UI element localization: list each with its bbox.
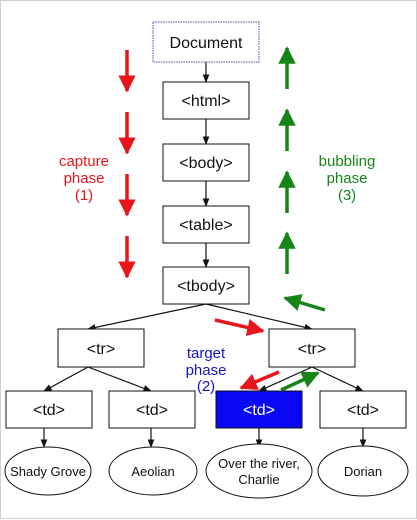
bubbling-label-line-2: phase <box>327 170 368 187</box>
bubbling-label-line-1: bubbling <box>319 153 376 170</box>
node-tr-left: <tr> <box>57 328 145 368</box>
capture-phase-label: capture phase (1) <box>59 153 109 204</box>
target-phase-label: target phase (2) <box>186 345 227 395</box>
node-tbody-label: <tbody> <box>177 278 235 295</box>
capture-label-line-1: capture <box>59 153 109 170</box>
node-tr-right: <tr> <box>268 328 356 368</box>
capture-label-line-3: (1) <box>75 187 93 204</box>
node-td-3-target: <td> <box>215 390 303 429</box>
leaf-dorian: Dorian <box>317 445 409 497</box>
node-table-label: <table> <box>179 217 232 234</box>
bubbling-arrows <box>278 46 326 392</box>
node-html-label: <html> <box>182 93 231 110</box>
capture-arrows <box>118 50 280 390</box>
node-tbody: <tbody> <box>162 266 250 305</box>
node-td-3-label: <td> <box>243 402 275 419</box>
node-tr-left-label: <tr> <box>87 341 115 358</box>
node-td-4-label: <td> <box>347 402 379 419</box>
node-table: <table> <box>162 205 250 244</box>
leaf-aeolian: Aeolian <box>108 446 198 496</box>
bubbling-label-line-3: (3) <box>338 187 356 204</box>
capture-arrow-to-tr <box>214 318 265 337</box>
node-td-2: <td> <box>108 390 196 429</box>
node-body: <body> <box>162 143 250 182</box>
node-td-1-label: <td> <box>33 402 65 419</box>
target-label-line-3: (2) <box>197 378 215 395</box>
edge-tr-left-td-1 <box>43 366 89 392</box>
node-td-2-label: <td> <box>136 402 168 419</box>
tree-connectors <box>40 62 367 448</box>
bubbling-phase-label: bubbling phase (3) <box>319 153 376 204</box>
leaf-1-line-1: Shady Grove <box>10 464 86 479</box>
edge-tbody-tr-right <box>205 303 313 331</box>
target-label-line-2: phase <box>186 362 227 379</box>
edge-tr-right-td-3 <box>258 366 313 392</box>
node-body-label: <body> <box>179 155 232 172</box>
bubbling-arrow-to-tbody <box>283 294 326 312</box>
edge-tr-right-td-4 <box>311 366 364 392</box>
target-label-line-1: target <box>187 345 226 362</box>
leaf-shady-grove: Shady Grove <box>4 446 92 496</box>
leaf-3-line-1: Over the river, <box>218 456 300 471</box>
leaf-2-line-1: Aeolian <box>131 464 174 479</box>
leaf-over-the-river: Over the river, Charlie <box>205 443 313 499</box>
edge-tbody-tr-left <box>87 303 207 331</box>
node-document: Document <box>152 21 260 63</box>
node-html: <html> <box>162 81 250 120</box>
node-document-label: Document <box>170 35 243 52</box>
node-td-1: <td> <box>5 390 93 429</box>
capture-label-line-2: phase <box>64 170 105 187</box>
leaf-3-line-2: Charlie <box>238 472 279 487</box>
leaf-4-line-1: Dorian <box>344 464 382 479</box>
node-tr-right-label: <tr> <box>298 341 326 358</box>
bubbling-arrow-from-target <box>280 371 320 392</box>
capture-arrow-to-target <box>239 370 280 390</box>
node-td-4: <td> <box>319 390 407 429</box>
edge-tr-left-td-2 <box>87 366 152 392</box>
